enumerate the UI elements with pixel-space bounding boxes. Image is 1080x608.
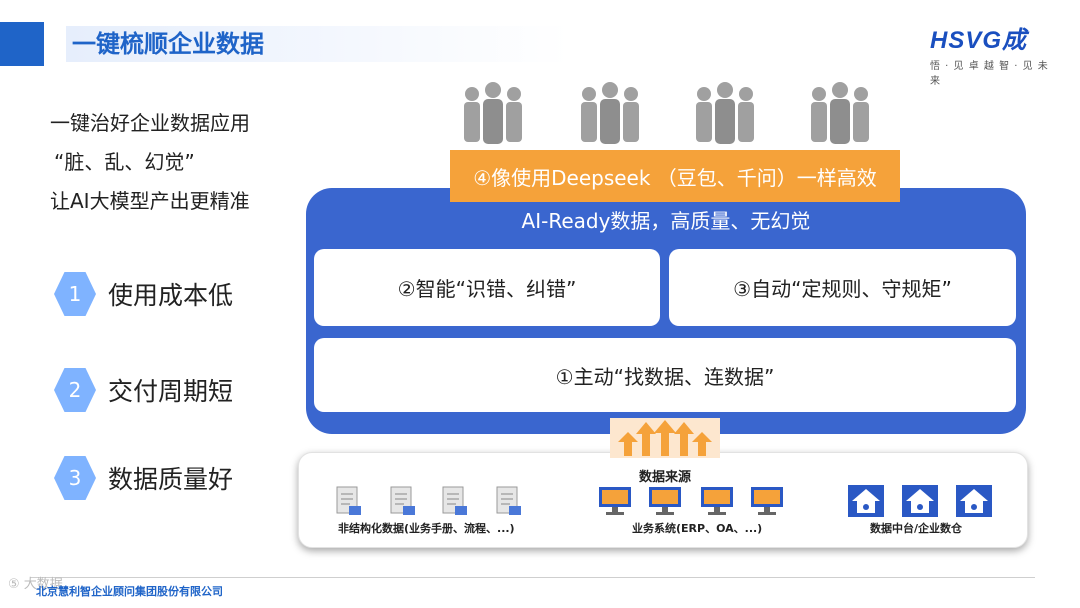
intro-line-3: 让AI大模型产出更精准 [50,189,250,213]
document-icon [336,486,361,515]
feature-item-quality: 3 数据质量好 [54,456,294,500]
intro-line-2: “脏、乱、幻觉” [54,150,195,174]
card-smart-correction: ②智能“识错、纠错” [314,249,660,326]
data-warehouse-icon [848,485,884,517]
feature-item-cost: 1 使用成本低 [54,272,294,316]
unstructured-data-label: 非结构化数据(业务手册、流程、...) [338,522,515,535]
footer-divider [30,577,1035,578]
monitor-icon [599,487,631,515]
hexagon-number-icon: 2 [54,368,96,412]
data-warehouse-icon [902,485,938,517]
data-platform-label: 数据中台/企业数仓 [870,522,963,535]
feature-label: 交付周期短 [108,377,234,406]
feature-label: 数据质量好 [108,465,234,494]
intro-text: 一键治好企业数据应用 “脏、乱、幻觉” 让AI大模型产出更精准 [50,104,250,221]
card-active-connect: ①主动“找数据、连数据” [314,338,1016,412]
feature-item-delivery: 2 交付周期短 [54,368,294,412]
ai-ready-title: AI-Ready数据，高质量、无幻觉 [521,209,811,233]
document-icon [442,486,467,515]
people-group-icon [696,82,754,144]
page-title: 一键梳顺企业数据 [66,26,596,62]
monitor-icon [751,487,783,515]
upward-arrows [610,418,720,458]
people-group-icon [581,82,639,144]
people-group-icon [464,82,522,144]
people-group-icon [811,82,869,144]
document-icon [390,486,415,515]
card-auto-rules: ③自动“定规则、守规矩” [669,249,1016,326]
efficiency-banner: ④像使用Deepseek （豆包、千问）一样高效 [450,150,900,202]
monitor-icon [649,487,681,515]
intro-line-1: 一键治好企业数据应用 [50,111,250,135]
document-icon [496,486,521,515]
company-logo: HSVG成 悟 · 见 卓 越 智 · 见 未 来 [930,20,1050,87]
logo-tagline: 悟 · 见 卓 越 智 · 见 未 来 [930,61,1049,87]
hexagon-number-icon: 1 [54,272,96,316]
feature-label: 使用成本低 [108,281,234,310]
footer-company: 北京慧利智企业顾问集团股份有限公司 [36,585,223,598]
data-sources-title: 数据来源 [638,470,691,485]
logo-text: HSVG成 [930,27,1028,54]
header-accent-square [0,22,44,66]
hexagon-number-icon: 3 [54,456,96,500]
data-warehouse-icon [956,485,992,517]
monitor-icon [701,487,733,515]
watermark: ⑤ 大数据 [8,577,63,592]
arrow-up-icon [618,420,712,456]
business-systems-label: 业务系统(ERP、OA、...) [632,522,763,535]
